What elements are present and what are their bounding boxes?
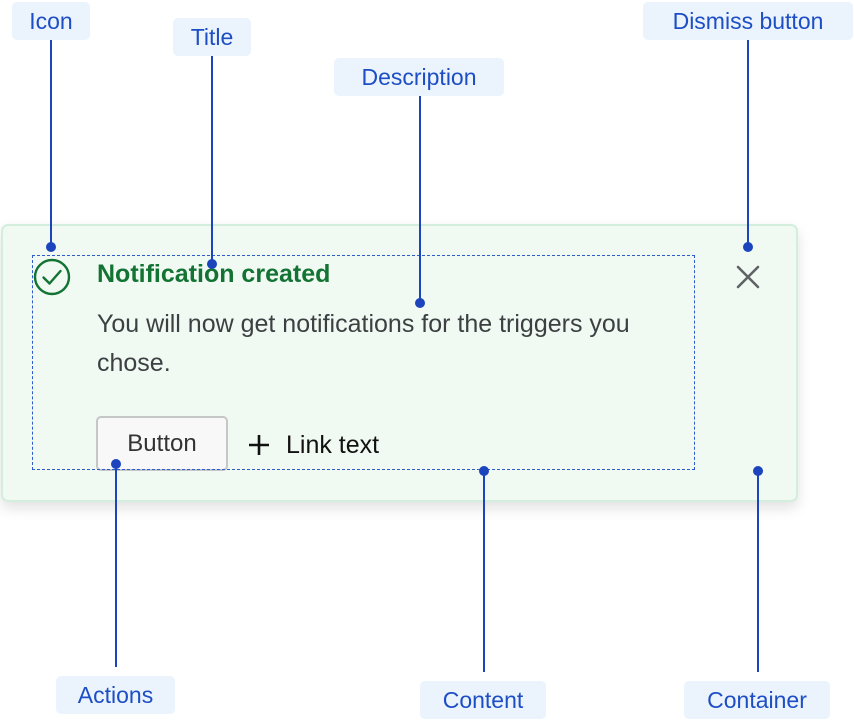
link-action[interactable]: Link text: [248, 428, 379, 462]
callout-content: Content: [420, 681, 546, 719]
close-icon[interactable]: [733, 262, 763, 292]
callout-icon: Icon: [12, 2, 90, 40]
anchor-dot-content: [479, 466, 489, 476]
check-circle-icon: [33, 258, 71, 296]
callout-actions: Actions: [56, 676, 175, 714]
link-text: Link text: [286, 430, 380, 459]
action-button[interactable]: Button: [96, 416, 228, 471]
anchor-dot-description: [415, 298, 425, 308]
content-outline: [32, 255, 695, 470]
anchor-dot-container: [753, 466, 763, 476]
anchor-dot-actions: [111, 459, 121, 469]
callout-title: Title: [173, 18, 251, 56]
callout-description: Description: [334, 58, 504, 96]
callout-dismiss-button: Dismiss button: [643, 2, 853, 40]
plus-icon: [249, 435, 269, 455]
anchor-dot-icon: [46, 242, 56, 252]
anchor-dot-dismiss: [743, 242, 753, 252]
callout-container: Container: [684, 681, 830, 719]
anchor-dot-title: [207, 259, 217, 269]
notification-description: You will now get notifications for the t…: [97, 310, 630, 377]
